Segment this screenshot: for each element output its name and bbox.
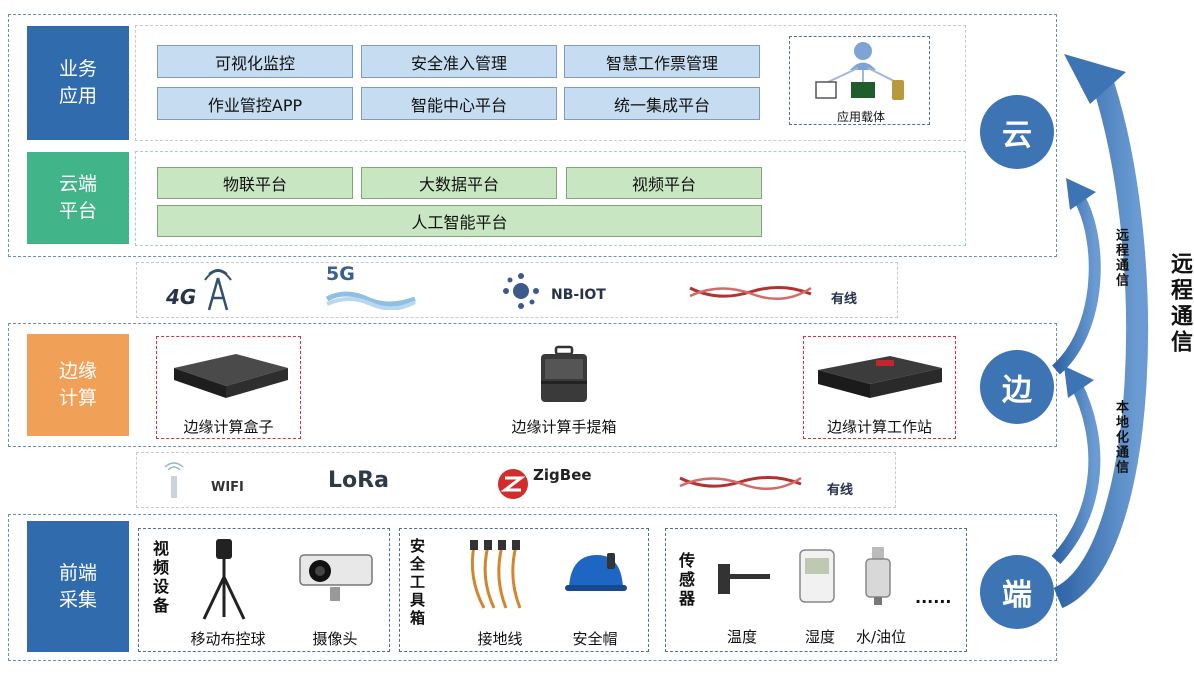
edge-workstation-frame: [803, 336, 956, 439]
video-device-title: 视频设备: [150, 540, 169, 616]
cloud-wave-icon: [325, 291, 416, 310]
cloud-layer-frame: [8, 14, 1057, 257]
network-5g-label: 5G: [326, 263, 355, 285]
business-apps-panel: [135, 25, 966, 141]
app-visual-monitor[interactable]: 可视化监控: [157, 45, 353, 78]
network-nbiot-label: NB-IOT: [551, 287, 606, 303]
edge-box-frame: [156, 336, 301, 439]
grounding-wire-icon: [470, 540, 522, 609]
platform-iot[interactable]: 物联平台: [157, 167, 353, 199]
local-communication-label: 本地化通信: [1113, 400, 1128, 475]
zigbee-icon: [498, 469, 528, 499]
cloud-circle: 云: [980, 95, 1054, 169]
more-sensors-ellipsis: ......: [915, 588, 952, 607]
temperature-sensor-icon: [718, 564, 770, 594]
front-layer-label: 前端 采集: [27, 521, 129, 652]
remote-communication-big-label: 远程通信: [1167, 252, 1192, 356]
app-carrier-icon: [815, 42, 904, 100]
app-unified-integration[interactable]: 统一集成平台: [564, 87, 760, 120]
humidity-sensor-icon: [799, 549, 835, 603]
water-oil-level-sensor-icon: [865, 547, 891, 605]
remote-network-strip: [136, 262, 898, 318]
end-circle: 端: [980, 555, 1054, 629]
app-smart-ticket[interactable]: 智慧工作票管理: [564, 45, 760, 78]
communication-arrows: [1051, 54, 1149, 609]
signal-tower-icon: [204, 269, 232, 311]
edge-layer-frame: [8, 323, 1057, 447]
safety-tools-group: [399, 528, 649, 652]
edge-box-label: 边缘计算盒子: [183, 418, 274, 436]
sensor-title: 传感器: [676, 552, 695, 609]
local-network-strip: [136, 452, 896, 508]
app-intelligent-center[interactable]: 智能中心平台: [361, 87, 557, 120]
app-carrier-label: 应用载体: [836, 110, 885, 124]
edge-layer-label: 边缘 计算: [27, 334, 129, 436]
remote-communication-small-label: 远程通信: [1113, 228, 1128, 288]
safety-tools-title: 安全工具箱: [408, 538, 426, 628]
grounding-wire-label: 接地线: [477, 630, 523, 648]
edge-workstation-label: 边缘计算工作站: [826, 418, 932, 436]
nbiot-icon: [503, 273, 539, 309]
edge-suitcase-device-icon: [541, 345, 587, 402]
platform-video[interactable]: 视频平台: [566, 167, 762, 199]
sensor-group: [665, 528, 967, 652]
camera-label: 摄像头: [312, 630, 358, 648]
safety-helmet-icon: [565, 553, 627, 591]
edge-suitcase-label: 边缘计算手提箱: [511, 418, 617, 436]
edge-box-device-icon: [174, 354, 288, 398]
edge-circle: 边: [980, 350, 1054, 424]
camera-icon: [299, 554, 373, 601]
temperature-label: 温度: [726, 628, 757, 646]
app-operation-control[interactable]: 作业管控APP: [157, 87, 353, 120]
network-wired-label-remote: 有线: [831, 292, 858, 307]
safety-helmet-label: 安全帽: [572, 630, 618, 648]
cloud-layer-label: 云端 平台: [27, 152, 129, 244]
app-carrier-box: [789, 36, 930, 125]
network-wired-label-local: 有线: [827, 483, 854, 498]
network-wifi-label: WIFI: [211, 480, 244, 495]
network-4g-label: 4G: [166, 285, 197, 309]
mobile-dome-camera-icon: [202, 539, 246, 620]
network-lora-label: LoRa: [328, 468, 389, 493]
app-security-access[interactable]: 安全准入管理: [361, 45, 557, 78]
network-zigbee-label: ZigBee: [533, 466, 592, 484]
platform-big-data[interactable]: 大数据平台: [361, 167, 557, 199]
wired-cable-icon-local: [679, 476, 802, 490]
wired-cable-icon-remote: [689, 286, 812, 300]
platform-ai[interactable]: 人工智能平台: [157, 205, 762, 237]
mobile-dome-camera-label: 移动布控球: [190, 630, 266, 648]
water-oil-level-label: 水/油位: [855, 628, 907, 646]
video-device-group: [138, 528, 390, 652]
edge-workstation-device-icon: [818, 356, 942, 398]
wifi-icon: [164, 462, 184, 498]
business-layer-label: 业务 应用: [27, 26, 129, 140]
cloud-platforms-panel: [135, 151, 966, 246]
humidity-label: 湿度: [804, 628, 835, 646]
